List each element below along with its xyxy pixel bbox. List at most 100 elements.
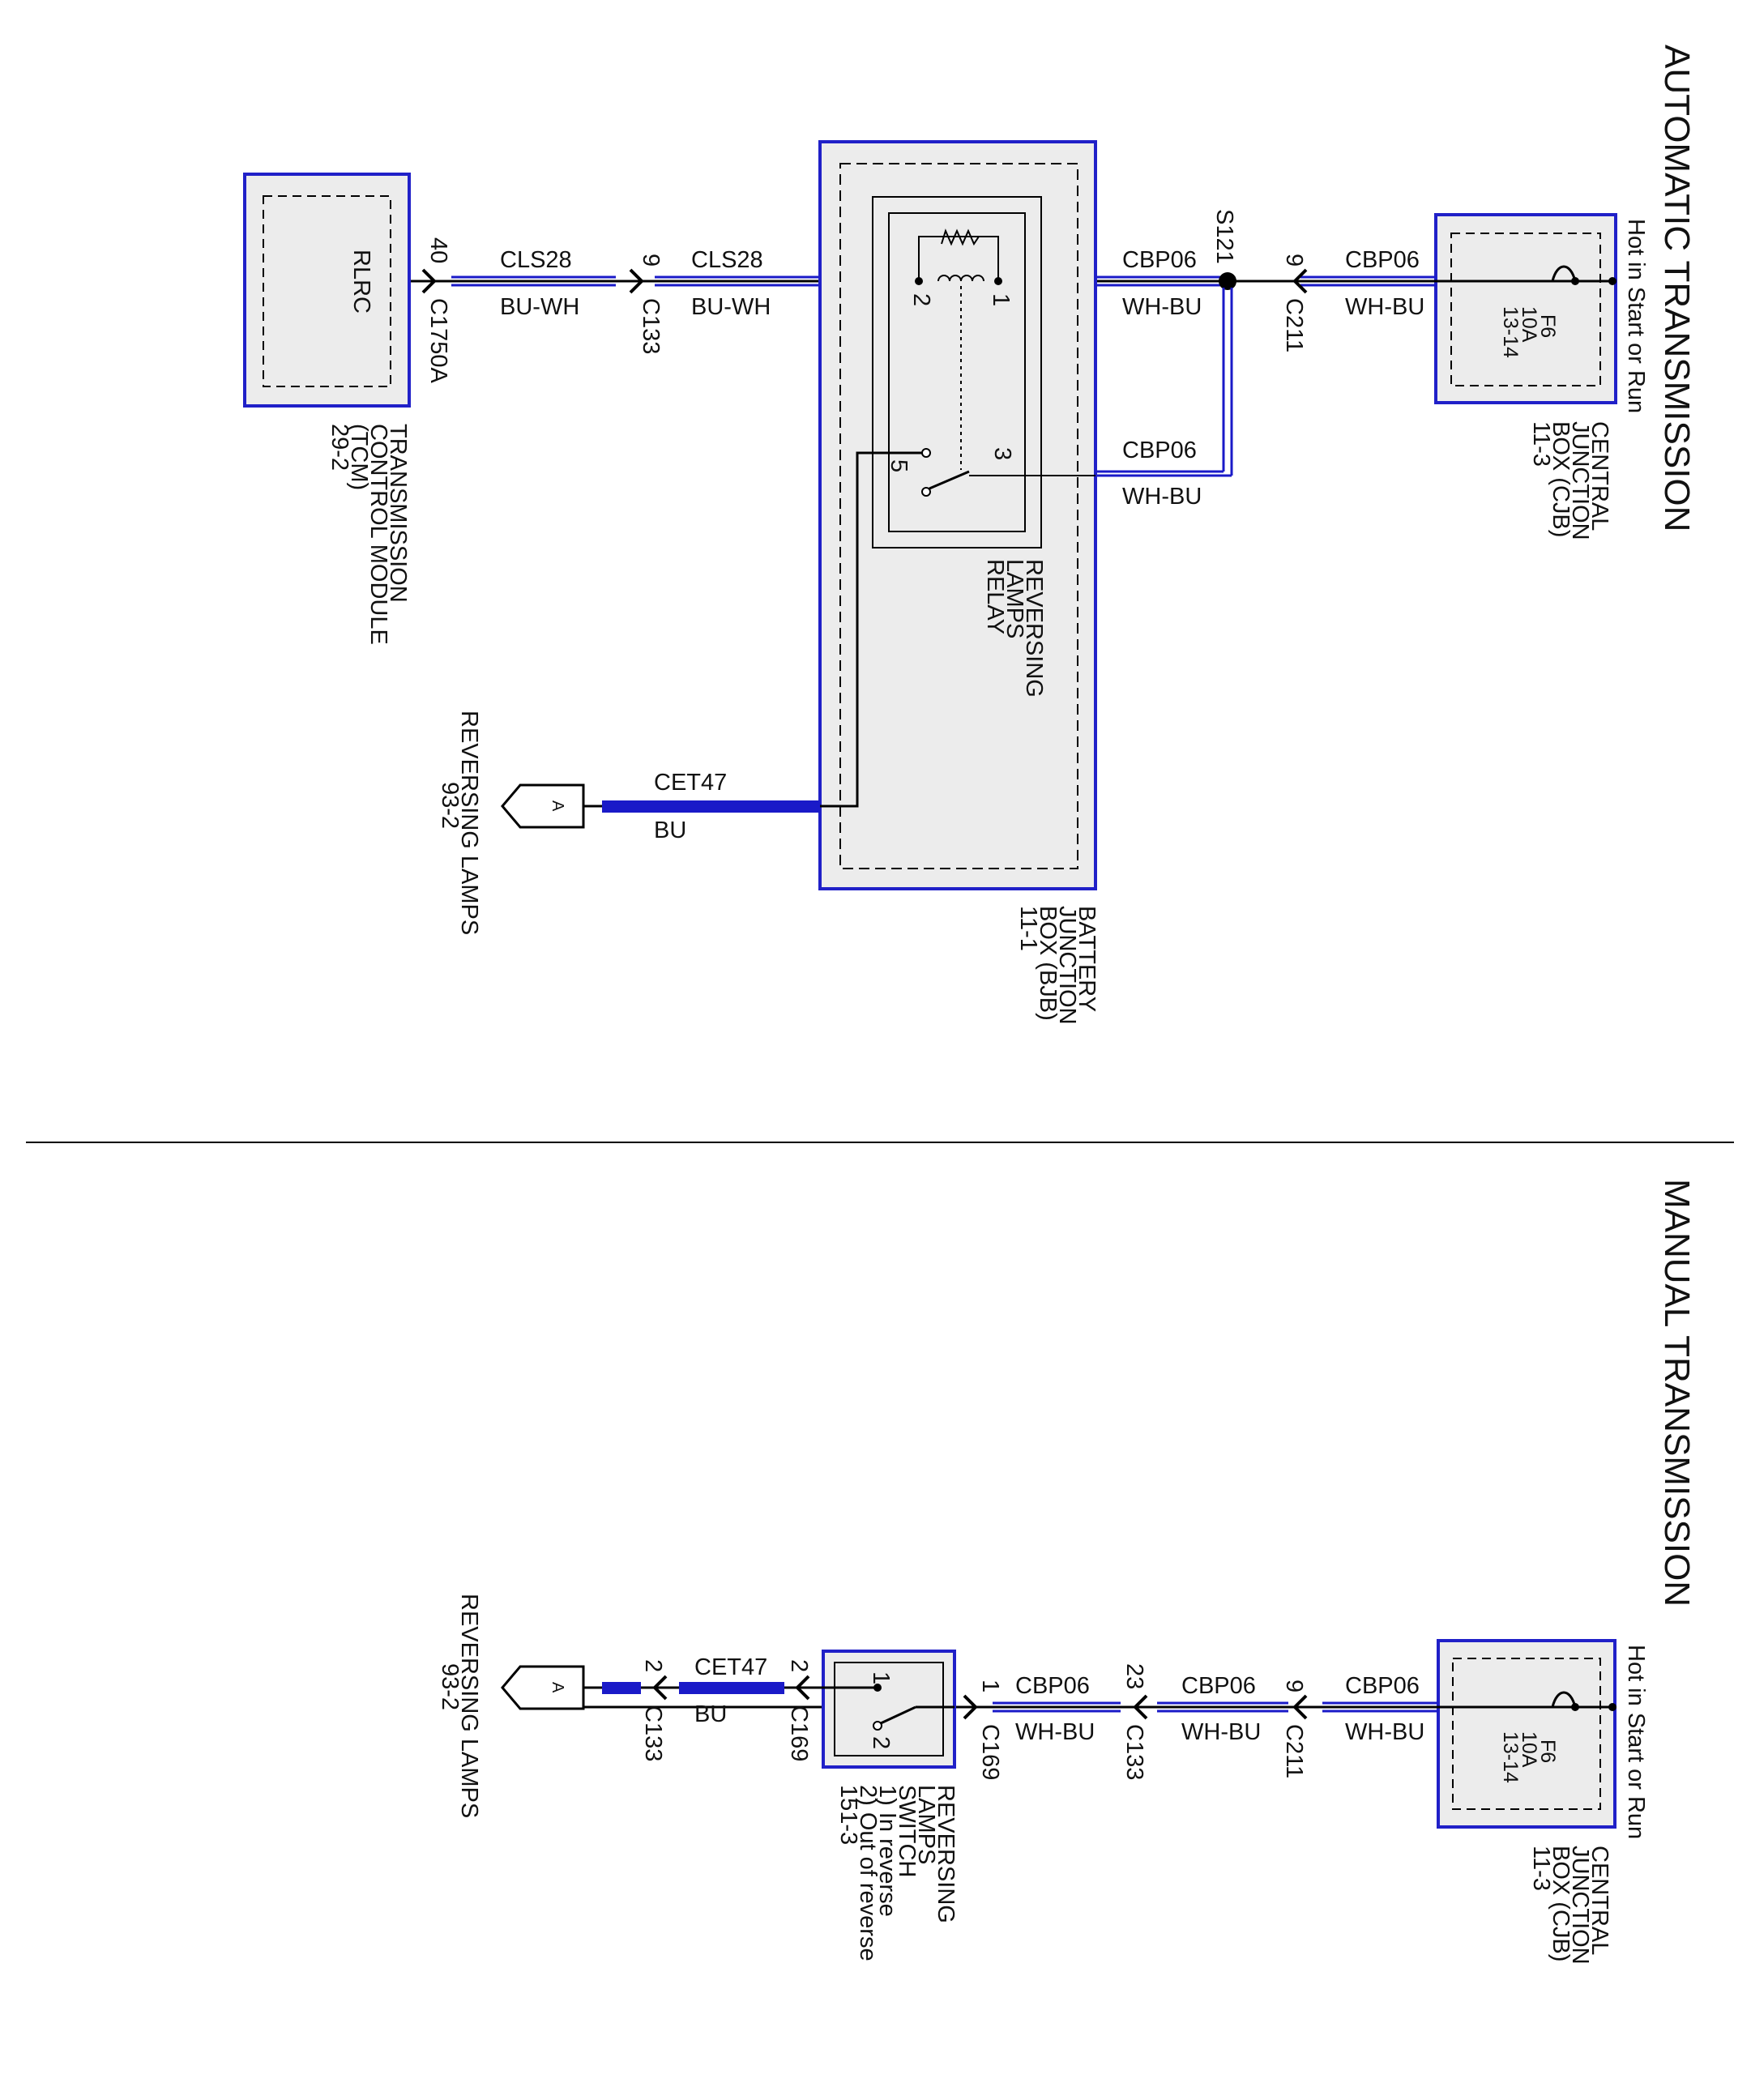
manual-c169-1-pin: 1	[977, 1680, 1003, 1692]
manual-c169-1-name: C169	[977, 1724, 1003, 1780]
auto-relay-pin-5: 5	[886, 459, 912, 472]
auto-relay-label-3: RELAY	[982, 559, 1008, 634]
auto-wire-color-cet47: BU	[654, 817, 686, 843]
auto-wire-circuit-cet47: CET47	[654, 770, 727, 796]
auto-bjb-label-2: JUNCTION	[1054, 906, 1080, 1025]
auto-transmission-control-module[interactable]: RLRC	[243, 173, 411, 408]
manual-offpage-label-2: 93-2	[437, 1663, 463, 1710]
manual-wire-b-color: WH-BU	[1181, 1719, 1261, 1745]
auto-cjb-label-1: CENTRAL	[1587, 421, 1612, 531]
auto-relay-pin-3: 3	[989, 447, 1015, 460]
auto-wire-color-cbp06-lower: WH-BU	[1122, 484, 1202, 510]
auto-bjb-label-3: BOX (BJB)	[1035, 906, 1061, 1021]
auto-cjb-label-2: JUNCTION	[1567, 421, 1593, 540]
auto-relay-pin-2: 2	[908, 293, 934, 306]
auto-central-junction-box[interactable]: F6 10A 13-14	[1434, 213, 1617, 404]
manual-c211-name: C211	[1281, 1724, 1307, 1778]
auto-tcm-label-1: TRANSMISSION	[385, 424, 411, 603]
manual-c169-2-pin: 2	[786, 1659, 812, 1672]
auto-offpage-label-2: 93-2	[437, 782, 463, 829]
manual-switch-label-1: REVERSING	[933, 1785, 959, 1923]
manual-reversing-lamps-switch[interactable]: 1 2	[822, 1650, 956, 1769]
auto-connector-c133[interactable]: 9 C133	[629, 254, 664, 354]
manual-switch-label-3: SWITCH	[894, 1785, 920, 1877]
manual-c133-23-pin: 23	[1121, 1663, 1147, 1689]
auto-c1750a-pin: 40	[425, 237, 451, 263]
auto-fuse-ref: 13-14	[1499, 306, 1522, 358]
auto-wire-circuit-cls28-left: CLS28	[500, 247, 572, 273]
manual-wire-cet47-circuit: CET47	[694, 1654, 767, 1680]
manual-cjb-label-3: BOX (CJB)	[1548, 1846, 1574, 1961]
manual-fuse-rating: 10A	[1518, 1731, 1540, 1768]
manual-section: F6 10A 13-14 Hot in Start or Run CENTRAL…	[437, 1594, 1649, 1965]
manual-section-title: MANUAL TRANSMISSION	[1657, 1179, 1697, 1607]
manual-central-junction-box[interactable]: F6 10A 13-14	[1437, 1639, 1616, 1829]
manual-offpage-label-1: REVERSING LAMPS	[456, 1594, 482, 1818]
auto-wire-circuit-cbp06-lower: CBP06	[1122, 438, 1197, 463]
auto-fuse-id: F6	[1536, 314, 1559, 338]
manual-wire-a-color: WH-BU	[1345, 1719, 1424, 1745]
manual-cjb-label-1: CENTRAL	[1587, 1846, 1612, 1955]
auto-offpage-label-1: REVERSING LAMPS	[456, 711, 482, 935]
manual-fuse-id: F6	[1536, 1739, 1559, 1763]
auto-c211-name: C211	[1281, 298, 1307, 352]
auto-relay-coil-icon	[937, 275, 984, 282]
manual-switch-pin-2: 2	[868, 1736, 894, 1749]
auto-tcm-label-3: (TCM)	[346, 424, 372, 490]
manual-c211-pin: 9	[1281, 1680, 1307, 1692]
manual-c133-2-pin: 2	[640, 1659, 666, 1672]
manual-c133-23-name: C133	[1121, 1724, 1147, 1780]
auto-s121-label: S121	[1211, 209, 1237, 264]
manual-wire-a-circuit: CBP06	[1345, 1673, 1420, 1699]
manual-connector-c169-1[interactable]: 1 C169	[963, 1680, 1003, 1780]
auto-hot-label: Hot in Start or Run	[1623, 219, 1649, 413]
manual-wire-c-circuit: CBP06	[1015, 1673, 1090, 1699]
auto-bjb-label-1: BATTERY	[1074, 906, 1100, 1012]
auto-wire-color-cls28-left: BU-WH	[500, 294, 579, 320]
auto-c133-name: C133	[638, 298, 664, 354]
manual-connector-c133-2[interactable]: 2 C133	[640, 1659, 668, 1761]
manual-offpage-connector-a[interactable]: A	[501, 1665, 585, 1710]
auto-wire-circuit-cbp06-mid: CBP06	[1122, 247, 1197, 273]
auto-cjb-label-4: 11-3	[1528, 421, 1554, 467]
manual-hot-label: Hot in Start or Run	[1623, 1645, 1649, 1839]
auto-section: F6 10A 13-14 Hot in Start or Run CENTRAL…	[243, 140, 1649, 1025]
auto-c211-pin: 9	[1281, 254, 1307, 267]
manual-c133-2-name: C133	[640, 1705, 666, 1761]
manual-wire-c-color: WH-BU	[1015, 1719, 1095, 1745]
manual-cjb-label-2: JUNCTION	[1567, 1846, 1593, 1965]
manual-wire-b-circuit: CBP06	[1181, 1673, 1256, 1699]
auto-relay-label-2: LAMPS	[1001, 559, 1027, 638]
auto-connector-c1750a[interactable]: 40 C1750A	[421, 237, 451, 383]
auto-splice-s121[interactable]	[1219, 272, 1236, 290]
manual-c169-2-name: C169	[786, 1705, 812, 1761]
manual-connector-c133-23[interactable]: 23 C133	[1121, 1663, 1148, 1780]
auto-battery-junction-box[interactable]: 1 2 3 5	[818, 140, 1097, 890]
manual-connector-c169-2[interactable]: 2 C169	[786, 1659, 812, 1761]
auto-tcm-label-4: 29-2	[327, 424, 352, 471]
auto-reversing-lamps-relay[interactable]: 1 2 3 5	[820, 196, 1095, 808]
manual-switch-label-6: 151-3	[835, 1785, 861, 1845]
auto-wire-color-cbp06-top: WH-BU	[1345, 294, 1424, 320]
manual-switch-pin-1: 1	[868, 1671, 894, 1684]
auto-c133-pin: 9	[638, 254, 664, 267]
auto-relay-label-1: REVERSING	[1021, 559, 1047, 698]
manual-offpage-letter: A	[549, 1682, 566, 1693]
auto-tcm-label-2: CONTROL MODULE	[365, 424, 391, 645]
manual-switch-label-4: 1) In reverse	[874, 1785, 900, 1917]
auto-section-title: AUTOMATIC TRANSMISSION	[1657, 45, 1697, 531]
auto-tcm-pin-label: RLRC	[348, 250, 374, 314]
auto-fuse-rating: 10A	[1518, 306, 1540, 343]
auto-cjb-label-3: BOX (CJB)	[1548, 421, 1574, 537]
manual-switch-label-2: LAMPS	[913, 1785, 939, 1864]
auto-wire-circuit-cls28-right: CLS28	[691, 247, 763, 273]
auto-connector-c211[interactable]: 9 C211	[1281, 254, 1308, 352]
auto-c1750a-name: C1750A	[425, 298, 451, 383]
manual-wire-cet47-color: BU	[694, 1701, 727, 1727]
auto-offpage-connector-a[interactable]: A	[501, 783, 585, 829]
manual-switch-label-5: 2) Out of reverse	[855, 1785, 881, 1961]
manual-switch-arm	[880, 1705, 916, 1725]
auto-offpage-letter: A	[549, 800, 566, 812]
manual-connector-c211[interactable]: 9 C211	[1281, 1680, 1308, 1778]
